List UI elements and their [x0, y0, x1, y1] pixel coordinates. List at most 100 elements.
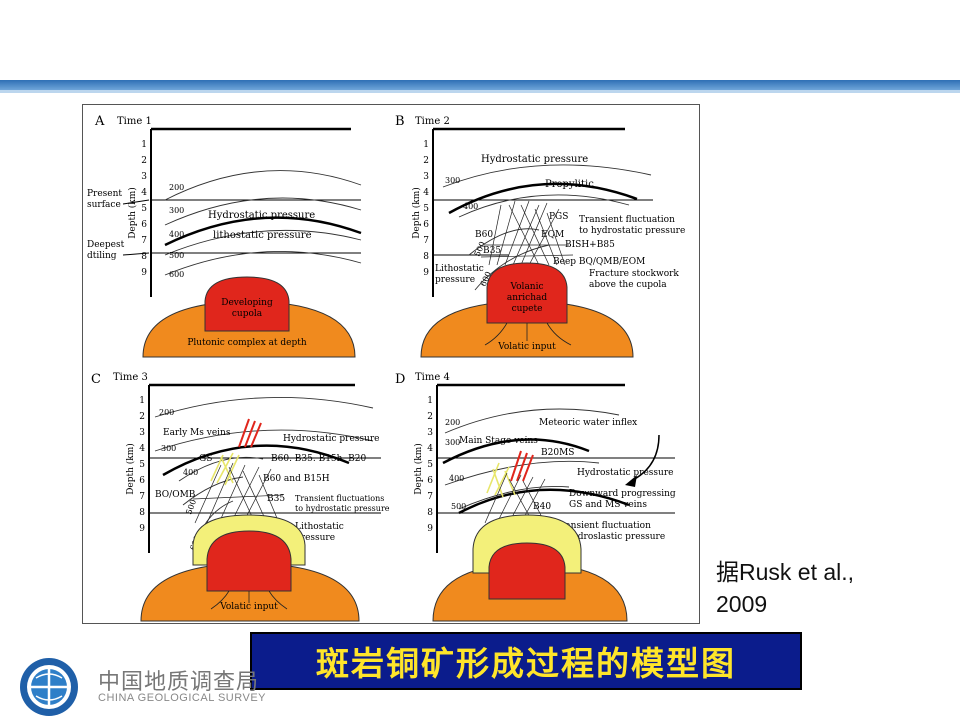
isotherm-label: 200 [159, 408, 174, 417]
panel-b-hydrostatic-curve [448, 182, 638, 215]
panel-c-volatic-lines [210, 590, 288, 610]
early-ms-label: Early Ms veins [163, 428, 231, 438]
panel-d-time: Time 4 [415, 372, 450, 383]
tick: 5 [139, 460, 145, 470]
hydrostatic-label: Hydrostatic pressure [208, 210, 315, 221]
panel-c-isotherms [154, 396, 374, 554]
panel-c-time: Time 3 [113, 372, 148, 383]
tick: 7 [141, 236, 147, 246]
isotherm-label: 300 [445, 438, 460, 447]
tick: 9 [423, 268, 429, 278]
cupola-label: Volanic [509, 282, 543, 292]
panel-b-cupola [486, 262, 568, 324]
tick: 3 [427, 428, 433, 438]
tick: 7 [423, 236, 429, 246]
tick: 1 [423, 140, 429, 150]
header-accent-line [0, 90, 960, 93]
panel-c: C Time 3 Depth (km) 1 2 3 4 5 6 7 8 9 20… [91, 372, 390, 622]
model-figure: A Time 1 Depth (km) 1 2 3 4 5 6 7 8 9 Pr… [82, 104, 700, 624]
tick: 6 [139, 476, 145, 486]
citation-line-2: 2009 [716, 591, 768, 617]
isotherm-label: 500 [169, 251, 184, 260]
cupola-label: cupola [232, 309, 263, 319]
panel-d-isotherms [444, 408, 620, 510]
panel-a: A Time 1 Depth (km) 1 2 3 4 5 6 7 8 9 Pr… [87, 114, 362, 358]
transient-label: to hydroslastic pressure [555, 532, 665, 542]
panel-d-depth-label: Depth (km) [413, 443, 424, 495]
isotherm-label: 400 [183, 468, 198, 477]
present-surface-arrow [122, 199, 150, 205]
panel-b-depth-label: Depth (km) [411, 187, 422, 239]
isotherm-label: 400 [449, 474, 464, 483]
org-name-cn: 中国地质调查局 [98, 670, 260, 695]
b40-label: B40 [533, 502, 551, 512]
isotherm-label: 300 [169, 206, 184, 215]
panel-c-yellow-veins [210, 452, 240, 486]
panel-a-isotherms [164, 170, 362, 276]
tick: 6 [427, 476, 433, 486]
eqm-label: EQM [541, 230, 564, 240]
title-banner: 斑岩铜矿形成过程的模型图 [250, 632, 802, 690]
panel-a-hydrostatic-curve [164, 216, 362, 247]
tick: 3 [139, 428, 145, 438]
panel-a-cupola [204, 276, 290, 332]
panel-a-letter: A [94, 114, 105, 129]
hydrostatic-label: Hydrostatic pressure [577, 468, 673, 478]
bish-label: BISH+B85 [565, 240, 615, 250]
isotherm-label: 300 [445, 176, 460, 185]
downward-label: Downward progressing [569, 489, 676, 499]
lithostatic-label: Lithostatic [435, 264, 484, 274]
panel-a-isotherm-labels: 200 300 400 500 600 [169, 183, 184, 279]
b60-b35-label: B60. B35. B15h. B20 [271, 454, 366, 464]
panel-c-veins [192, 462, 284, 524]
panel-b-letter: B [395, 114, 405, 129]
transient-label: to hydrostatic pressure [295, 504, 390, 513]
tick: 6 [423, 220, 429, 230]
panel-d: D Time 4 Depth (km) 1 2 3 4 5 6 7 8 9 20… [395, 372, 676, 622]
tick: 8 [427, 508, 433, 518]
b20ms-label: B20MS [541, 448, 574, 458]
fracture-label: Fracture stockwork [589, 269, 679, 279]
beep-label: Beep BQ/QMB/EOM [553, 257, 645, 267]
volatic-label: Volatic input [497, 342, 556, 352]
tick: 2 [139, 412, 145, 422]
panel-c-hydrostatic-curve [162, 444, 350, 477]
tick: 2 [141, 156, 147, 166]
pgs-label: PGS [549, 212, 568, 222]
tick: 8 [141, 252, 147, 262]
tick: 4 [427, 444, 433, 454]
propylitic-label: Propylitic [545, 179, 594, 190]
plutonic-label: Plutonic complex at depth [187, 338, 307, 348]
panel-a-depth-label: Depth (km) [127, 187, 138, 239]
model-diagram: A Time 1 Depth (km) 1 2 3 4 5 6 7 8 9 Pr… [87, 114, 685, 622]
tick: 6 [141, 220, 147, 230]
tick: 4 [423, 188, 429, 198]
fracture-label: above the cupola [589, 280, 667, 290]
transient-label: Transient fluctuation [555, 521, 651, 531]
panel-b: B Time 2 Depth (km) 1 2 3 4 5 6 7 8 9 Hy… [395, 114, 685, 358]
b60-label: B60 [475, 230, 493, 240]
tick: 2 [423, 156, 429, 166]
tick: 5 [427, 460, 433, 470]
tick: 2 [427, 412, 433, 422]
citation: 据Rusk et al., 2009 [716, 556, 916, 620]
gs-label: GS [199, 454, 212, 464]
cupola-label: cupete [512, 304, 543, 314]
panel-c-ticks: 1 2 3 4 5 6 7 8 9 [139, 396, 145, 534]
deepest-drilling-label: dtiling [87, 251, 117, 261]
hydrostatic-label: Hydrostatic pressure [481, 154, 588, 165]
tick: 9 [141, 268, 147, 278]
isotherm-label: 400 [463, 202, 478, 211]
transient-label: to hydrostatic pressure [579, 226, 685, 236]
panel-d-letter: D [395, 372, 405, 387]
panel-d-cupola [488, 542, 566, 600]
lithostatic-label: pressure [435, 275, 475, 285]
bo-omb-label: BO/OMB [155, 490, 196, 500]
isotherm-label: 500 [451, 502, 466, 511]
tick: 9 [427, 524, 433, 534]
tick: 4 [141, 188, 147, 198]
isotherm-label: 300 [161, 444, 176, 453]
panel-d-red-veins [510, 450, 534, 482]
present-surface-label: surface [87, 200, 121, 210]
cupola-label: Developing [221, 298, 273, 308]
